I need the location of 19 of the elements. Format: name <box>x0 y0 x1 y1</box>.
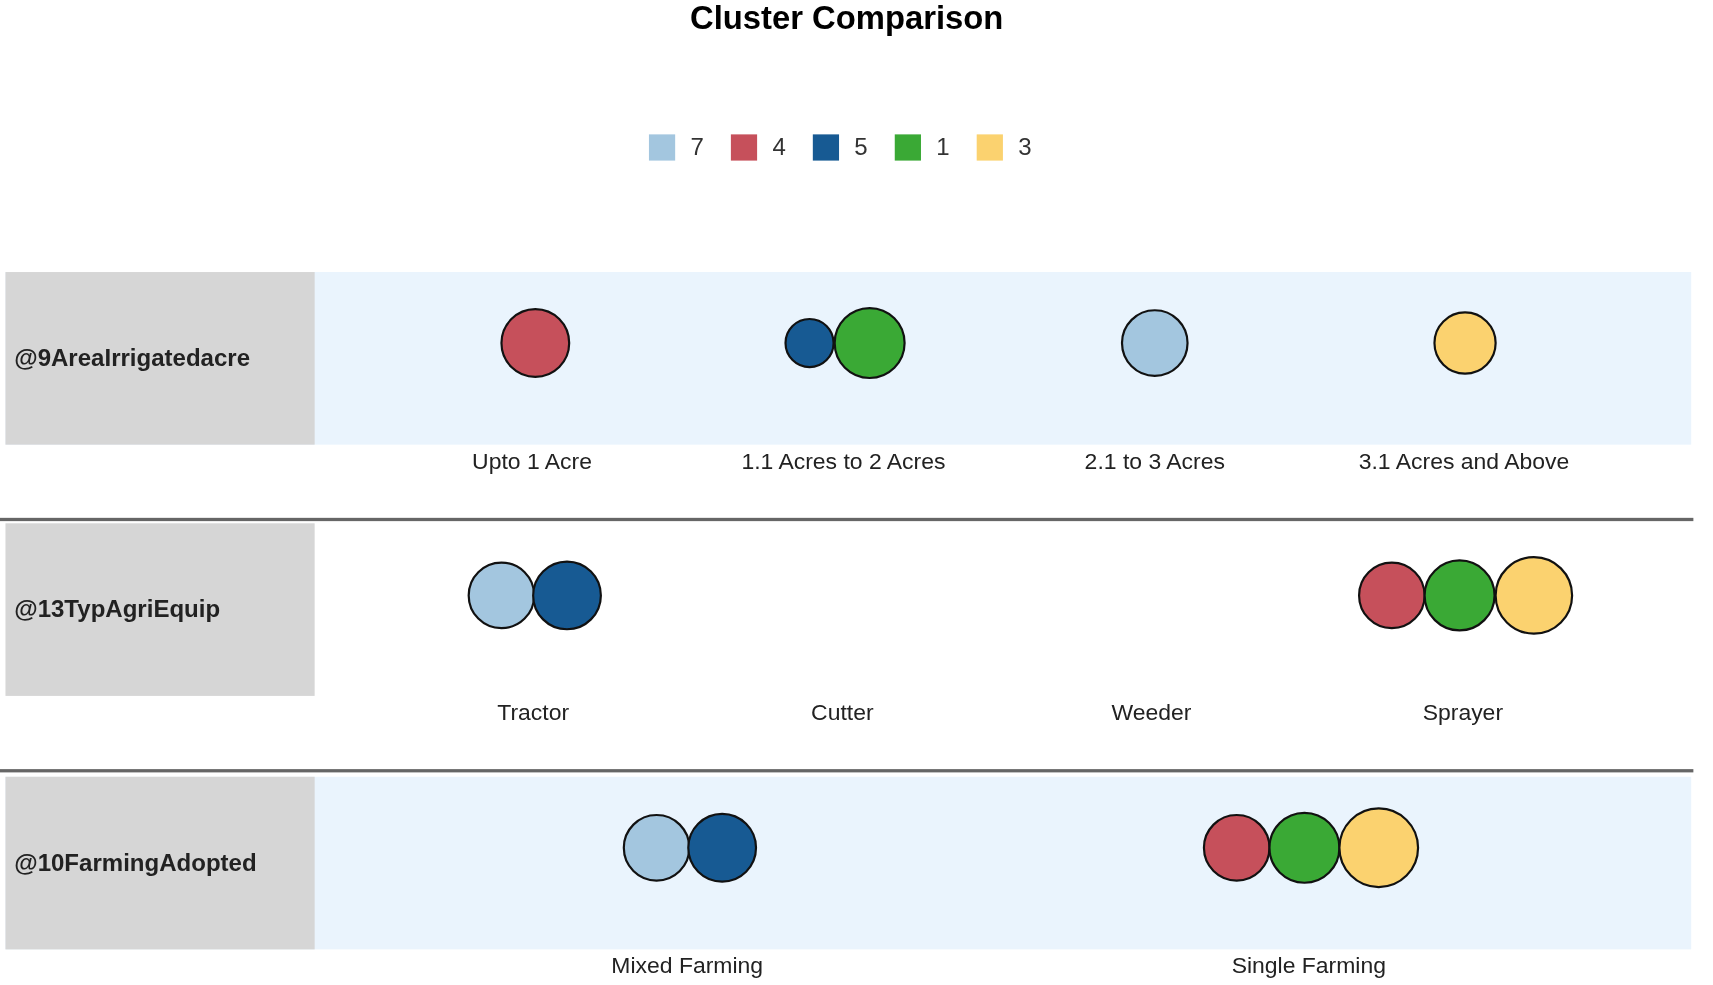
category-label: Upto 1 Acre <box>472 447 592 475</box>
category-label: 1.1 Acres to 2 Acres <box>741 447 946 475</box>
category-label: 2.1 to 3 Acres <box>1084 447 1225 475</box>
category-label: Single Farming <box>1231 952 1386 979</box>
row-header: @13TypAgriEquip <box>5 523 315 696</box>
legend-label: 5 <box>854 133 868 162</box>
row-header: @9AreaIrrigatedacre <box>5 272 315 445</box>
legend-label: 1 <box>936 133 950 162</box>
legend-label: 7 <box>690 133 704 162</box>
category-label: Sprayer <box>1422 699 1503 726</box>
category-label: 3.1 Acres and Above <box>1358 447 1570 475</box>
category-label: Cutter <box>811 699 874 726</box>
legend-label: 4 <box>772 133 786 162</box>
row-header: @10FarmingAdopted <box>5 776 315 950</box>
category-label: Mixed Farming <box>611 952 764 979</box>
legend-label: 3 <box>1018 133 1032 162</box>
category-label: Weeder <box>1111 699 1192 726</box>
category-label: Tractor <box>497 699 570 726</box>
chart-title: Cluster Comparison <box>689 0 1005 38</box>
